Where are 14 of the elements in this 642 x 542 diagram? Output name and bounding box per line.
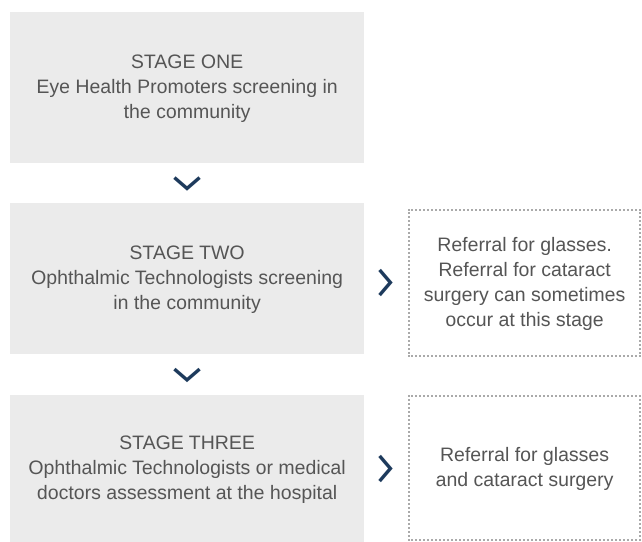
stage-heading: STAGE THREE — [119, 431, 255, 456]
stage-heading: STAGE TWO — [129, 241, 245, 266]
box-text: Eye Health Promoters screening in the community — [35, 75, 339, 125]
chevron-arrow — [173, 368, 201, 382]
chevron-arrow — [378, 268, 393, 296]
note-box — [408, 395, 641, 541]
chevron-arrow — [173, 176, 201, 191]
stage-heading: STAGE ONE — [130, 50, 244, 75]
box-text: Ophthalmic Technologists or medical doctors assessment at the hospital — [27, 456, 347, 506]
note-box — [408, 209, 641, 357]
box-text: Ophthalmic Technologists screening in the community — [30, 266, 344, 316]
box-text: Referral for glasses. Referral for cataract surgery can sometimes occur at this stage — [422, 233, 626, 333]
chevron-arrow — [378, 454, 393, 482]
box-text: Referral for glasses and cataract surgery — [434, 443, 614, 493]
